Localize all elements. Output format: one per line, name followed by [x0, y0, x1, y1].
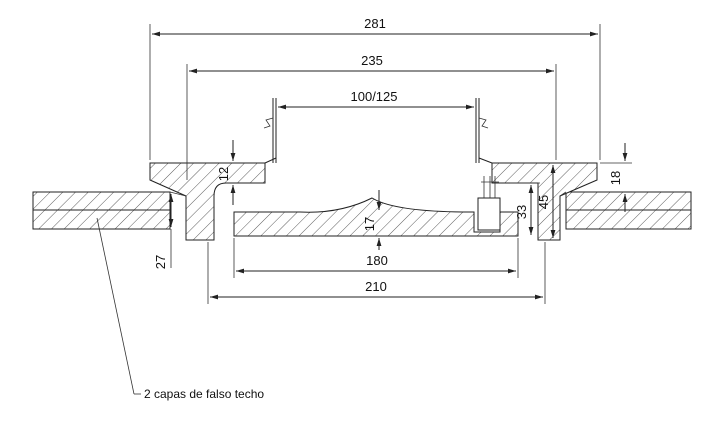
dim-cutout-width: 210 — [365, 279, 387, 294]
dim-frame-height: 18 — [608, 171, 623, 185]
diffuser-panel — [233, 197, 519, 237]
note-leader — [96, 217, 135, 395]
frame-left — [149, 162, 266, 241]
frame-right — [491, 162, 598, 241]
dim-neck-size: 100/125 — [351, 89, 398, 104]
dim-profile-depth: 17 — [362, 217, 377, 231]
dim-panel-width: 180 — [366, 253, 388, 268]
dim-total-height: 45 — [536, 195, 551, 209]
dim-panel-height: 33 — [514, 205, 529, 219]
dim-overall-width: 281 — [364, 16, 386, 31]
note-ceiling-layers: 2 capas de falso techo — [144, 387, 264, 401]
dim-frame-width: 235 — [361, 53, 383, 68]
ceiling-left — [32, 191, 171, 230]
ceiling-right — [565, 191, 692, 230]
dim-ceiling-thickness: 27 — [153, 255, 168, 269]
neck — [263, 98, 493, 164]
latch-clip — [477, 176, 501, 231]
dim-flange-height: 12 — [216, 167, 231, 181]
